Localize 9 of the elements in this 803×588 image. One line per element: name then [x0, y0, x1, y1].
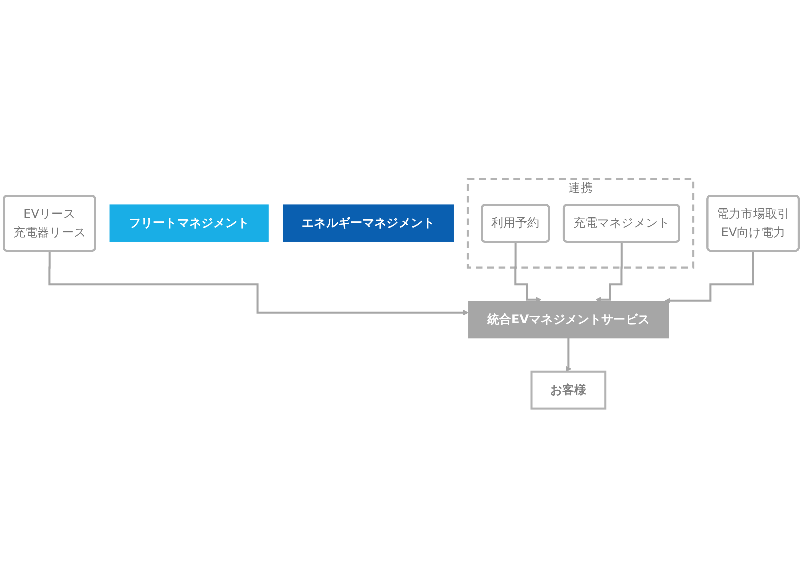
- node-box: フリートマネジメント: [110, 204, 269, 242]
- node-box: エネルギーマネジメント: [283, 204, 454, 242]
- arrow: [665, 250, 755, 304]
- node-box: お客様: [530, 370, 607, 410]
- arrow: [48, 250, 469, 316]
- arrow: [514, 241, 542, 303]
- arrow: [596, 241, 624, 303]
- node-box: 統合EVマネジメントサービス: [468, 301, 670, 339]
- arrow: [566, 337, 572, 372]
